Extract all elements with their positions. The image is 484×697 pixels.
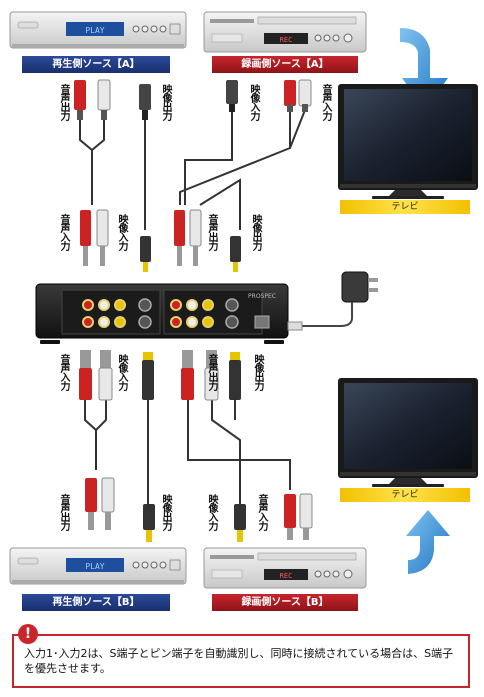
switcher-jacks-left bbox=[82, 298, 152, 329]
warning-icon: ! bbox=[18, 624, 38, 644]
label-switch-video-out-b: 映像出力 bbox=[252, 354, 263, 390]
top-tv bbox=[338, 84, 478, 199]
bottom-tv bbox=[338, 378, 478, 487]
tag-top-rec: 録画側ソース【A】 bbox=[212, 56, 358, 73]
top-player-device: PLAY bbox=[9, 11, 187, 49]
plugs-top-sources bbox=[74, 79, 312, 120]
bottom-player-device: PLAY bbox=[9, 547, 187, 585]
plugs-top-switcher bbox=[80, 209, 241, 272]
bottom-recorder-display: REC bbox=[280, 572, 293, 580]
bottom-player-display: PLAY bbox=[85, 562, 104, 571]
label-switch-audio-in-a: 音声入力 bbox=[58, 214, 69, 250]
label-bottom-rec-video-in: 映像入力 bbox=[206, 494, 217, 530]
bottom-cables bbox=[84, 400, 291, 520]
label-top-rec-video-in: 映像入力 bbox=[248, 84, 259, 120]
bottom-recorder-device: REC bbox=[203, 547, 367, 589]
label-switch-video-out-a: 映像出力 bbox=[250, 214, 261, 250]
switcher-brand: PROSPEC bbox=[248, 293, 276, 300]
label-switch-audio-in-b: 音声入力 bbox=[58, 354, 69, 390]
top-recorder-display: REC bbox=[280, 36, 293, 44]
label-switch-audio-out-a: 音声出力 bbox=[206, 214, 217, 250]
top-recorder-device: REC bbox=[203, 11, 367, 53]
label-bottom-audio-out: 音声出力 bbox=[58, 494, 69, 530]
power-adapter-icon bbox=[287, 271, 378, 331]
tag-bottom-play: 再生側ソース【B】 bbox=[22, 594, 170, 611]
label-switch-audio-out-b: 音声出力 bbox=[206, 354, 217, 390]
label-switch-video-in-a: 映像入力 bbox=[116, 214, 127, 250]
plugs-bottom-sources bbox=[85, 477, 313, 542]
label-top-audio-out: 音声出力 bbox=[58, 84, 69, 120]
label-bottom-rec-audio-in: 音声入力 bbox=[256, 494, 267, 530]
note-box: 入力1･入力2は、S端子とピン端子を自動識別し、同時に接続されている場合は、S端… bbox=[12, 634, 470, 688]
tag-top-play: 再生側ソース【A】 bbox=[22, 56, 170, 73]
tv-label-bottom: テレビ bbox=[340, 488, 470, 502]
tag-bottom-rec: 録画側ソース【B】 bbox=[212, 594, 358, 611]
top-player-display: PLAY bbox=[85, 26, 104, 35]
label-top-video-out: 映像出力 bbox=[160, 84, 171, 120]
top-cables bbox=[79, 109, 306, 230]
label-switch-video-in-b: 映像入力 bbox=[116, 354, 127, 390]
tv-label-top: テレビ bbox=[340, 200, 470, 214]
av-switcher-box: PROSPEC bbox=[35, 283, 289, 344]
plugs-bottom-switcher bbox=[79, 350, 241, 401]
note-text: 入力1･入力2は、S端子とピン端子を自動識別し、同時に接続されている場合は、S端… bbox=[24, 647, 454, 675]
label-top-rec-audio-in: 音声入力 bbox=[320, 84, 331, 120]
bottom-arrow-icon bbox=[406, 510, 450, 574]
label-bottom-video-out: 映像出力 bbox=[160, 494, 171, 530]
switcher-jacks-right bbox=[170, 298, 270, 329]
